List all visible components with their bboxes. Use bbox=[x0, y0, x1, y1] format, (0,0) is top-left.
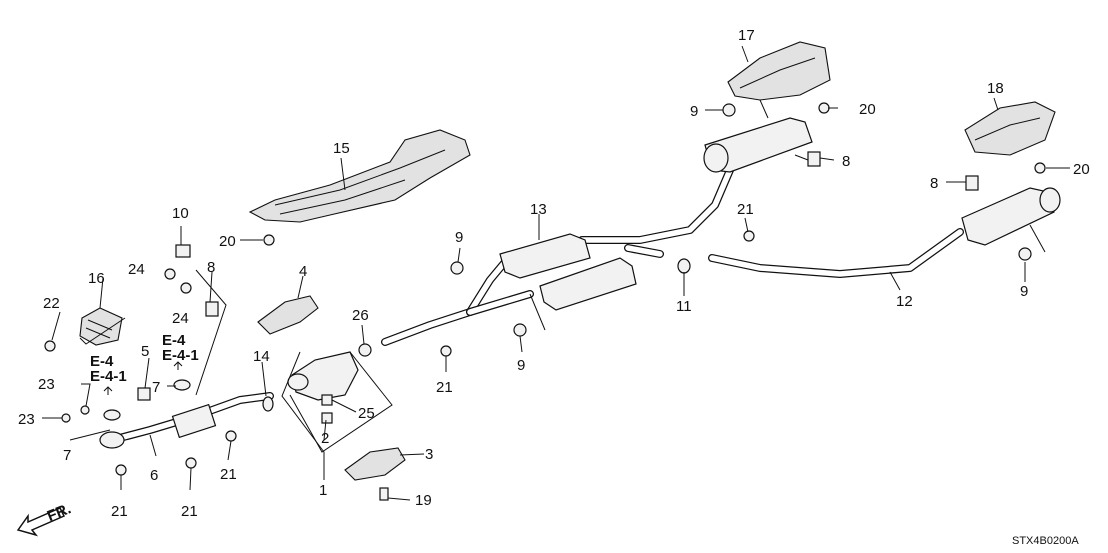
part-label-21-a: 21 bbox=[220, 466, 237, 483]
part-label-8-right: 8 bbox=[930, 175, 938, 192]
part-label-8-mid: 8 bbox=[842, 153, 850, 170]
part-label-10: 10 bbox=[172, 205, 189, 222]
part-label-14: 14 bbox=[253, 348, 270, 365]
part-label-24-lower: 24 bbox=[172, 310, 189, 327]
part-label-17: 17 bbox=[738, 27, 755, 44]
exhaust-pipes bbox=[108, 166, 964, 444]
part-label-5: 5 bbox=[141, 343, 149, 360]
part-label-7-upper: 7 bbox=[152, 379, 160, 396]
part-label-13: 13 bbox=[530, 201, 547, 218]
part-label-1: 1 bbox=[319, 482, 327, 499]
muffler-right bbox=[961, 187, 1061, 246]
part-label-19: 19 bbox=[415, 492, 432, 509]
part-label-11: 11 bbox=[676, 298, 692, 315]
leader-lines bbox=[42, 45, 1070, 501]
part-label-2: 2 bbox=[321, 430, 329, 447]
part-label-9-right: 9 bbox=[1020, 283, 1028, 300]
center-resonators-13 bbox=[499, 233, 637, 311]
part-label-3: 3 bbox=[425, 446, 433, 463]
part-label-20-left: 20 bbox=[219, 233, 236, 250]
hardware bbox=[44, 102, 1046, 501]
part-label-23-lower: 23 bbox=[18, 411, 35, 428]
part-label-21-center: 21 bbox=[436, 379, 453, 396]
diagram-code: STX4B0200A bbox=[1012, 535, 1079, 547]
part-label-18: 18 bbox=[987, 80, 1004, 97]
heat-shield-3 bbox=[344, 447, 406, 481]
muffler-left bbox=[703, 117, 813, 173]
part-label-22: 22 bbox=[43, 295, 60, 312]
heat-shield-15 bbox=[248, 129, 471, 223]
ref-e41-left: E-4-1 bbox=[90, 368, 127, 385]
part-label-9-top: 9 bbox=[690, 103, 698, 120]
part-label-15: 15 bbox=[333, 140, 350, 157]
front-label: FR. bbox=[45, 500, 74, 525]
part-label-4: 4 bbox=[299, 263, 307, 280]
part-label-24-upper: 24 bbox=[128, 261, 145, 278]
part-label-12: 12 bbox=[896, 293, 913, 310]
part-label-20-mid: 20 bbox=[859, 101, 876, 118]
part-label-25: 25 bbox=[358, 405, 375, 422]
part-label-21-b: 21 bbox=[181, 503, 198, 520]
part-label-6: 6 bbox=[150, 467, 158, 484]
front-arrow-icon: FR. bbox=[16, 500, 74, 537]
part-label-9-lower: 9 bbox=[517, 357, 525, 374]
part-label-9-center: 9 bbox=[455, 229, 463, 246]
part-label-21-upper: 21 bbox=[737, 201, 754, 218]
part-label-7-lower: 7 bbox=[63, 447, 71, 464]
ref-e41-top: E-4-1 bbox=[162, 347, 199, 364]
part-label-26: 26 bbox=[352, 307, 369, 324]
ref-e4-top: E-4 bbox=[162, 332, 186, 349]
part-label-8-left: 8 bbox=[207, 259, 215, 276]
part-label-23-upper: 23 bbox=[38, 376, 55, 393]
heat-shield-17 bbox=[727, 41, 831, 101]
ref-e4-left: E-4 bbox=[90, 353, 114, 370]
heat-shield-18 bbox=[964, 101, 1056, 156]
part-label-20-right: 20 bbox=[1073, 161, 1090, 178]
heat-shield-4 bbox=[257, 295, 319, 335]
catalytic-converter-1 bbox=[287, 351, 359, 401]
part-label-16: 16 bbox=[88, 270, 105, 287]
front-pipe-6 bbox=[99, 403, 217, 449]
heat-shield-16 bbox=[79, 307, 123, 346]
part-label-21-c: 21 bbox=[111, 503, 128, 520]
